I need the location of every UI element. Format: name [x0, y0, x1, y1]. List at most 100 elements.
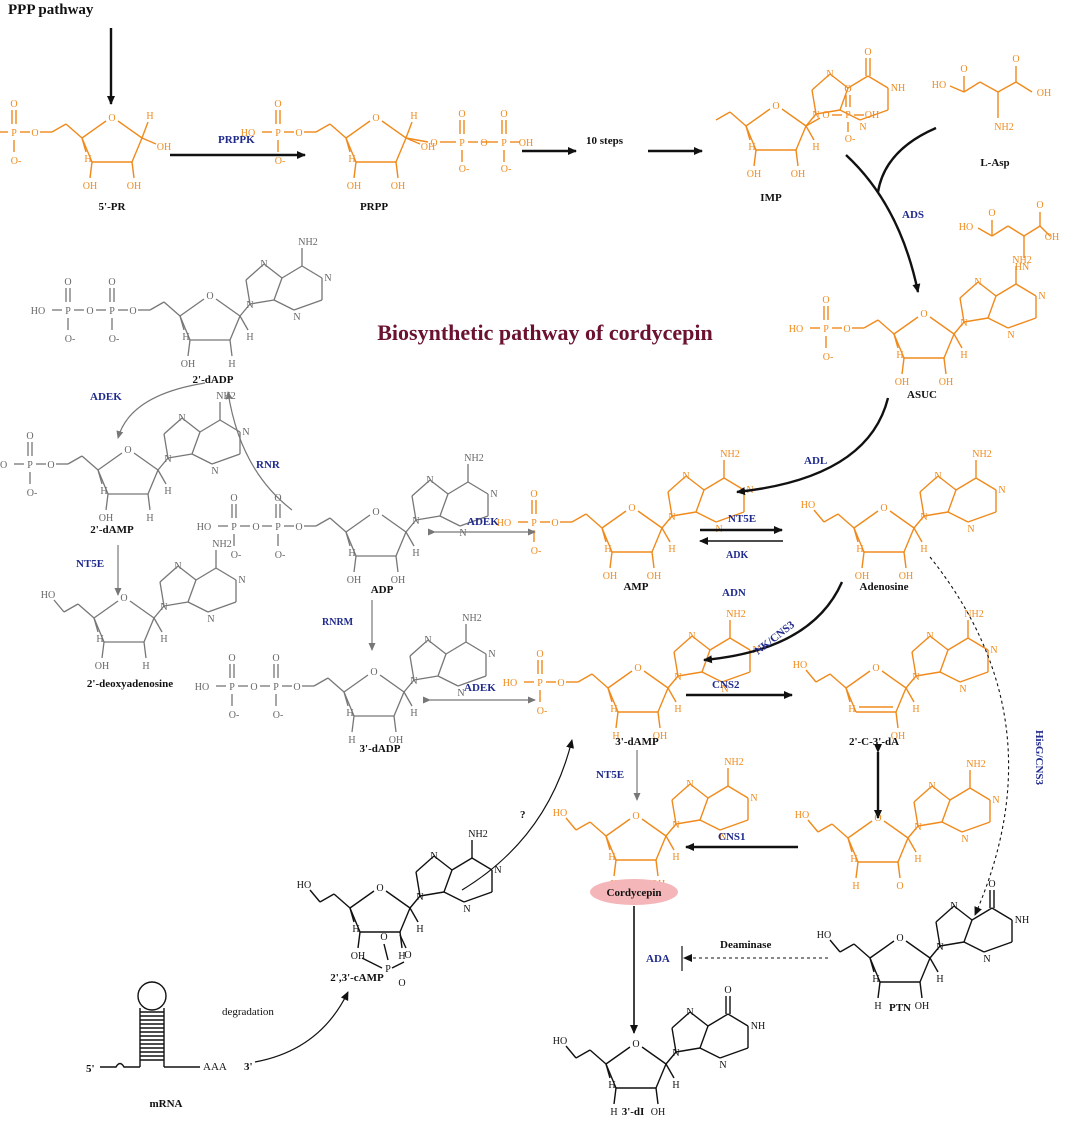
label-3damp: 3'-dAMP	[615, 736, 659, 748]
svg-text:O: O	[47, 460, 54, 471]
svg-text:H: H	[852, 881, 859, 892]
svg-text:O-: O-	[229, 710, 240, 721]
svg-text:O: O	[272, 653, 279, 664]
enzyme-rnr: RNR	[256, 459, 281, 471]
svg-text:OH: OH	[915, 1001, 929, 1012]
svg-text:O: O	[295, 522, 302, 533]
svg-text:N: N	[246, 300, 253, 311]
svg-text:OH: OH	[83, 181, 97, 192]
label-2damp: 2'-dAMP	[90, 524, 134, 536]
svg-text:O: O	[230, 493, 237, 504]
svg-text:OH: OH	[891, 731, 905, 742]
svg-text:H: H	[608, 1080, 615, 1091]
label-ptn: PTN	[889, 1002, 911, 1014]
svg-text:O: O	[10, 99, 17, 110]
svg-text:P: P	[501, 138, 507, 149]
arrow-camp-to-3damp	[461, 739, 574, 891]
svg-text:O: O	[274, 99, 281, 110]
svg-text:N: N	[490, 489, 497, 500]
svg-text:O-: O-	[459, 164, 470, 175]
svg-text:H: H	[850, 854, 857, 865]
svg-text:H: H	[142, 661, 149, 672]
svg-text:O: O	[64, 277, 71, 288]
svg-text:NH: NH	[1015, 915, 1029, 926]
svg-text:O-: O-	[27, 488, 38, 499]
svg-text:NH2: NH2	[298, 237, 317, 248]
label-adenosine: Adenosine	[860, 581, 909, 593]
svg-text:OH: OH	[939, 377, 953, 388]
enzyme-cns1: CNS1	[718, 831, 746, 843]
svg-text:HO: HO	[553, 1036, 567, 1047]
svg-text:OH: OH	[519, 138, 533, 149]
svg-text:H: H	[182, 332, 189, 343]
svg-text:O-: O-	[231, 550, 242, 561]
svg-text:N: N	[672, 820, 679, 831]
svg-text:NH2: NH2	[216, 391, 235, 402]
enzyme-cns2: CNS2	[712, 679, 740, 691]
svg-text:OH: OH	[157, 142, 171, 153]
svg-text:H: H	[872, 974, 879, 985]
svg-text:N: N	[293, 312, 300, 323]
svg-text:N: N	[1007, 330, 1014, 341]
svg-text:O: O	[557, 678, 564, 689]
arrow-adenosine-to-3damp	[703, 581, 844, 664]
arrow-adenosine-to-ptn	[929, 556, 1010, 916]
svg-text:OH: OH	[747, 169, 761, 180]
step-labels: 10 steps ? degradation Deaminase 5' AAA …	[86, 135, 771, 1075]
svg-text:N: N	[324, 273, 331, 284]
svg-text:N: N	[211, 466, 218, 477]
label-2deoxyadenosine: 2'-deoxyadenosine	[87, 678, 173, 690]
svg-text:H: H	[604, 544, 611, 555]
svg-text:NH2: NH2	[972, 449, 991, 460]
svg-text:O: O	[772, 101, 779, 112]
svg-text:OH: OH	[347, 181, 361, 192]
svg-text:NH2: NH2	[964, 609, 983, 620]
svg-text:NH2: NH2	[720, 449, 739, 460]
enzyme-adl: ADL	[804, 455, 827, 467]
svg-text:OH: OH	[1037, 88, 1051, 99]
svg-text:H: H	[672, 852, 679, 863]
svg-text:O: O	[250, 682, 257, 693]
svg-text:N: N	[990, 645, 997, 656]
svg-text:HO: HO	[932, 80, 946, 91]
svg-text:N: N	[1038, 291, 1045, 302]
svg-text:O-: O-	[109, 334, 120, 345]
svg-text:O: O	[120, 593, 127, 604]
svg-text:N: N	[812, 110, 819, 121]
svg-text:O: O	[372, 113, 379, 124]
mrna-structure	[100, 981, 200, 1068]
svg-text:HO: HO	[795, 810, 809, 821]
svg-text:O: O	[896, 881, 903, 892]
svg-text:O: O	[108, 113, 115, 124]
svg-text:H: H	[748, 142, 755, 153]
enzyme-prppk: PRPPK	[218, 134, 255, 146]
svg-text:H: H	[348, 154, 355, 165]
label-3di: 3'-dI	[622, 1106, 645, 1118]
svg-text:O-: O-	[273, 710, 284, 721]
svg-text:O: O	[480, 138, 487, 149]
svg-text:O: O	[988, 208, 995, 219]
svg-text:P: P	[273, 682, 279, 693]
svg-text:N: N	[912, 672, 919, 683]
label-polya: AAA	[203, 1061, 227, 1073]
label-degradation: degradation	[222, 1006, 274, 1018]
svg-text:P: P	[231, 522, 237, 533]
svg-text:H: H	[246, 332, 253, 343]
svg-text:NH2: NH2	[966, 759, 985, 770]
svg-text:O: O	[124, 445, 131, 456]
svg-text:O: O	[872, 663, 879, 674]
svg-text:P: P	[537, 678, 543, 689]
arrow-mrna-to-camp	[254, 991, 349, 1063]
enzyme-adk: ADK	[726, 550, 748, 561]
svg-text:O: O	[843, 324, 850, 335]
svg-text:H: H	[96, 634, 103, 645]
svg-text:HO: HO	[793, 660, 807, 671]
svg-text:O-: O-	[845, 134, 856, 145]
